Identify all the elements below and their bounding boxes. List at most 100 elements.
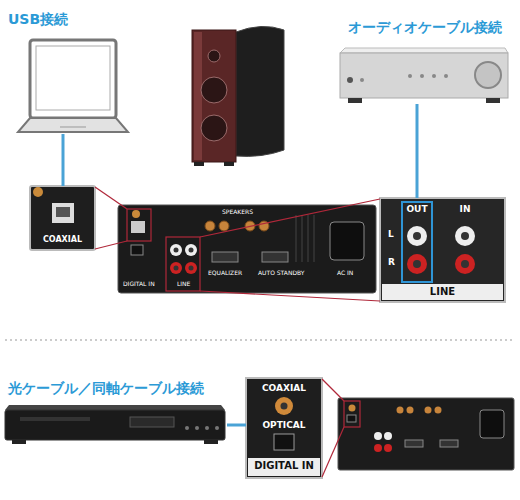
channel-label: L [388,230,394,239]
rear-panel-drawing [330,222,364,260]
speaker-drawing [194,162,204,166]
leader-line [322,379,344,401]
small-panel-drawing [425,407,432,414]
laptop-drawing [36,46,110,110]
cd-player-drawing [5,405,225,444]
amplifier-drawing [475,62,501,88]
laptop-drawing [30,40,116,118]
rear-panel-drawing [131,221,145,233]
rear-panel-drawing [219,221,229,231]
speaker-drawing [236,26,284,156]
leader-line [166,237,200,291]
small-panel-drawing [384,432,392,440]
digital-callout-drawing [246,378,322,478]
rear-panel-drawing [189,266,194,271]
line-jack-callout: OUTINLRLINE [380,198,505,302]
usb-callout-drawing [30,186,95,250]
digital-callout-drawing [246,378,322,478]
cd-player-drawing [130,417,174,427]
speaker-drawing [192,26,284,166]
rear-panel-drawing [302,215,303,262]
usb-callout-drawing [33,187,43,197]
rear-panel-drawing [205,221,215,231]
leader-line [95,241,127,249]
amplifier-drawing [340,48,508,103]
amplifier-device: オーディオケーブル接続 [340,46,510,104]
amplifier-drawing [408,74,412,78]
panel-label: AC IN [337,270,353,276]
speaker-drawing [201,115,227,141]
rear-panel-drawing [132,210,140,218]
line-callout-drawing [402,202,432,282]
rear-panel-drawing [118,205,376,293]
speaker-drawing [192,30,236,162]
laptop-device: USB接続 [18,38,128,134]
amplifier-drawing [444,74,448,78]
small-panel-drawing [347,415,356,422]
cd-player-drawing [5,405,225,410]
amplifier-drawing [486,98,500,103]
amplifier-drawing [420,74,424,78]
rear-panel-drawing [118,205,376,293]
small-panel-drawing [440,440,458,447]
panel-label: DIGITAL IN [123,281,155,287]
rear-panel-drawing [189,248,194,253]
leader-line [127,209,151,241]
laptop-drawing [18,118,128,132]
section-heading: オーディオケーブル接続 [348,20,502,34]
line-callout-drawing [380,198,505,302]
separator-line [5,339,515,341]
section-heading: 光ケーブル／同軸ケーブル接続 [8,381,204,395]
port-group-label: DIGITAL IN [248,461,320,471]
digital-callout-drawing [275,397,293,415]
usb-port-callout: COAXIAL [30,186,95,250]
speaker-drawing [201,77,227,103]
panel-label: EQUALIZER [208,270,242,276]
rear-panel-drawing [296,215,297,262]
small-panel-drawing [397,407,404,414]
usb-callout-drawing [52,203,74,223]
cd-player-drawing [5,410,225,440]
cd-player-device: 光ケーブル／同軸ケーブル接続 [5,405,227,445]
cable-line [62,134,65,186]
rear-panel-drawing [185,244,197,256]
leader-line [95,187,127,209]
rear-panel-drawing [174,266,179,271]
small-panel-drawing [349,405,356,412]
rear-panel-drawing [308,215,309,262]
cd-player-drawing [215,426,219,430]
speaker-drawing [194,32,202,160]
section-heading: USB接続 [8,12,68,26]
cd-player-drawing [205,426,209,430]
small-panel-drawing [374,432,382,440]
rear-panel-drawing [170,244,182,256]
line-callout-drawing [380,198,505,302]
amplifier-drawing [340,53,508,98]
rear-panel-drawing [262,252,288,262]
panel-label: AUTO STANDBY [258,270,304,276]
line-callout-drawing [382,284,503,300]
speaker-drawing [208,50,220,62]
rear-panel-drawing [212,252,238,262]
port-label: COAXIAL [246,384,322,393]
cd-player-drawing [20,417,90,421]
rear-panel-drawing [314,215,315,262]
port-label: OUT [402,205,432,214]
speaker-drawing [224,162,234,166]
port-label: OPTICAL [246,421,322,430]
digital-input-callout: COAXIAL OPTICAL DIGITAL IN [246,378,322,478]
usb-callout-drawing [30,186,95,250]
small-panel-drawing [384,444,392,452]
rear-panel-drawing [174,248,179,253]
port-label: IN [450,205,480,214]
digital-callout-drawing [248,458,320,476]
cd-player-drawing [12,440,26,444]
digital-callout-drawing [274,434,294,450]
port-label: COAXIAL [30,236,95,244]
rear-panel-drawing [185,262,197,274]
